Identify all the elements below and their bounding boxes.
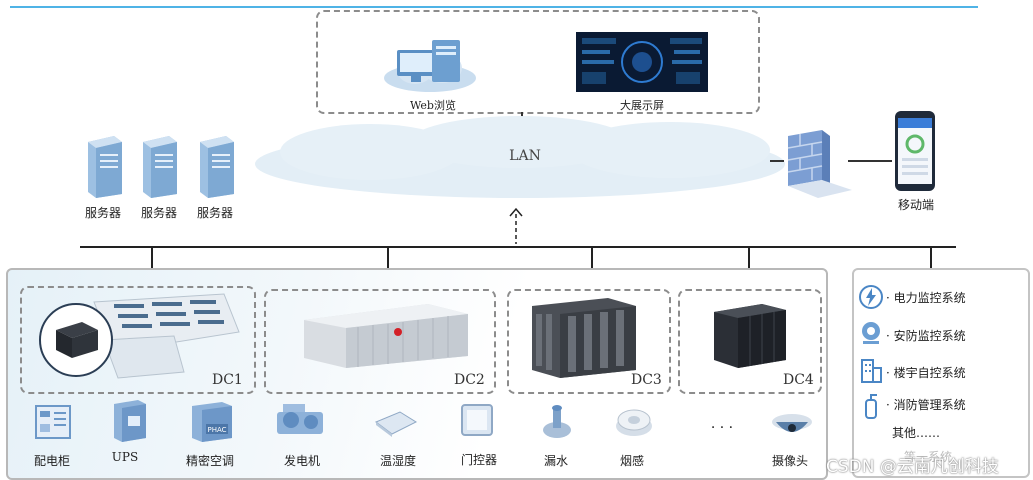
bus-drop <box>748 247 750 269</box>
water-leak-sensor-icon <box>543 405 571 438</box>
side-system-label: · 消防管理系统 <box>886 398 966 412</box>
side-system-label: · 电力监控系统 <box>886 291 966 305</box>
dc4-box <box>678 289 822 394</box>
firewall-icon <box>787 130 852 198</box>
extinguisher-icon <box>865 394 877 419</box>
ups-icon <box>114 400 146 442</box>
device-label: 烟感 <box>619 454 644 468</box>
display-clients-box <box>316 10 760 114</box>
bus-drop <box>930 247 932 269</box>
upload-arrow <box>509 207 523 244</box>
lan-label: LAN <box>509 148 541 164</box>
smoke-detector-icon <box>616 409 652 436</box>
dc1-box <box>20 286 256 394</box>
device-label: UPS <box>111 450 139 464</box>
bus-drop <box>151 247 153 269</box>
dc4-cabinet-image <box>714 304 786 368</box>
big-screen-label: 大展示屏 <box>620 99 664 112</box>
top-accent-line <box>10 6 978 8</box>
firewall-connector <box>770 160 784 162</box>
bus-drop <box>591 247 593 269</box>
firewall-mobile-connector <box>848 160 892 162</box>
dc2-label: DC2 <box>454 372 485 388</box>
precision-ac-icon: PHAC <box>192 402 232 442</box>
web-browse-label: Web浏览 <box>410 99 456 112</box>
side-systems-panel <box>852 268 1030 478</box>
mobile-phone-icon <box>895 111 935 191</box>
big-screen-image <box>576 32 708 92</box>
lightning-icon <box>859 285 883 309</box>
dc1-label: DC1 <box>212 372 243 388</box>
side-other-label: 其他…… <box>892 426 941 440</box>
door-controller-icon <box>461 404 493 436</box>
network-bus <box>80 246 956 248</box>
dc4-label: DC4 <box>783 372 814 388</box>
ac-panel-text: PHAC <box>207 426 226 434</box>
dc3-cabinet-image <box>532 298 636 378</box>
dc2-container-image <box>304 304 468 368</box>
dc3-label: DC3 <box>631 372 662 388</box>
server-icon <box>200 136 234 198</box>
generator-icon <box>277 404 323 434</box>
device-label: 精密空调 <box>185 454 234 468</box>
device-label: 温湿度 <box>379 454 416 468</box>
device-label: 漏水 <box>543 454 568 468</box>
side-system-label: · 楼宇自控系统 <box>886 366 966 380</box>
device-label: 门控器 <box>460 453 497 467</box>
dc1-floorplan-image <box>39 293 240 379</box>
side-system-label: · 安防监控系统 <box>886 329 966 343</box>
bus-drop <box>387 247 389 269</box>
camera-dome-icon <box>772 414 812 432</box>
device-label: 摄像头 <box>771 454 808 468</box>
camera-icon <box>862 322 880 344</box>
ellipsis-text: · · · <box>710 420 734 436</box>
server-label: 服务器 <box>196 206 233 220</box>
mobile-label: 移动端 <box>897 198 934 212</box>
dc2-box <box>264 289 496 394</box>
device-label: 发电机 <box>283 454 320 468</box>
device-label: 配电柜 <box>33 454 70 468</box>
dc3-box <box>507 289 671 394</box>
server-icon <box>143 136 177 198</box>
web-browse-icon <box>384 40 476 92</box>
server-label: 服务器 <box>84 206 121 220</box>
watermark: CSDN @云南凡创科技 <box>826 457 999 477</box>
lan-cloud <box>255 116 785 198</box>
server-label: 服务器 <box>140 206 177 220</box>
temp-humidity-sensor-icon <box>375 411 418 437</box>
server-icon <box>88 136 122 198</box>
distribution-cabinet-icon <box>35 405 71 439</box>
building-icon <box>861 359 882 383</box>
side-other-label-2: 等一系统 <box>904 450 953 464</box>
